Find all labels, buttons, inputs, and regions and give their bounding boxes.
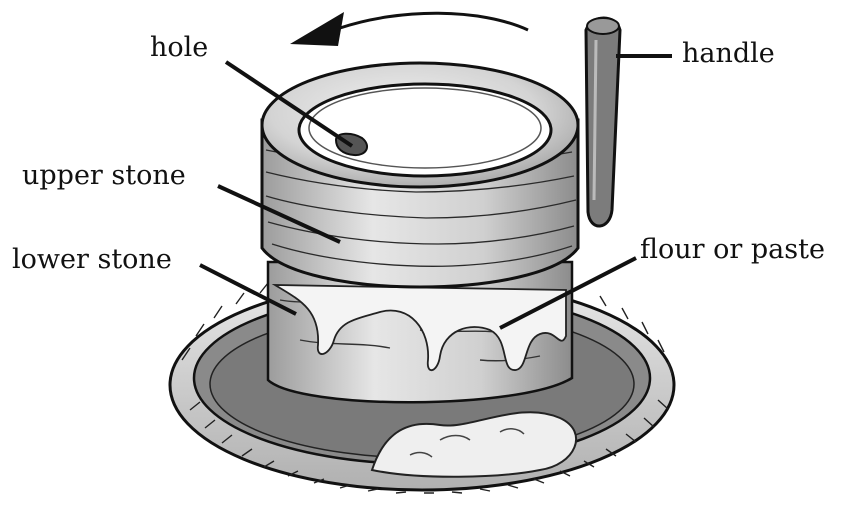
upper-stone	[262, 63, 578, 287]
lower-stone-label: lower stone	[12, 246, 172, 273]
wooden-handle	[586, 18, 620, 226]
hole-label: hole	[150, 34, 208, 61]
upper-stone-label: upper stone	[22, 162, 186, 189]
handle-label: handle	[682, 40, 775, 67]
flour-or-paste-label: flour or paste	[640, 236, 825, 263]
rotation-arrow-icon	[290, 12, 528, 46]
